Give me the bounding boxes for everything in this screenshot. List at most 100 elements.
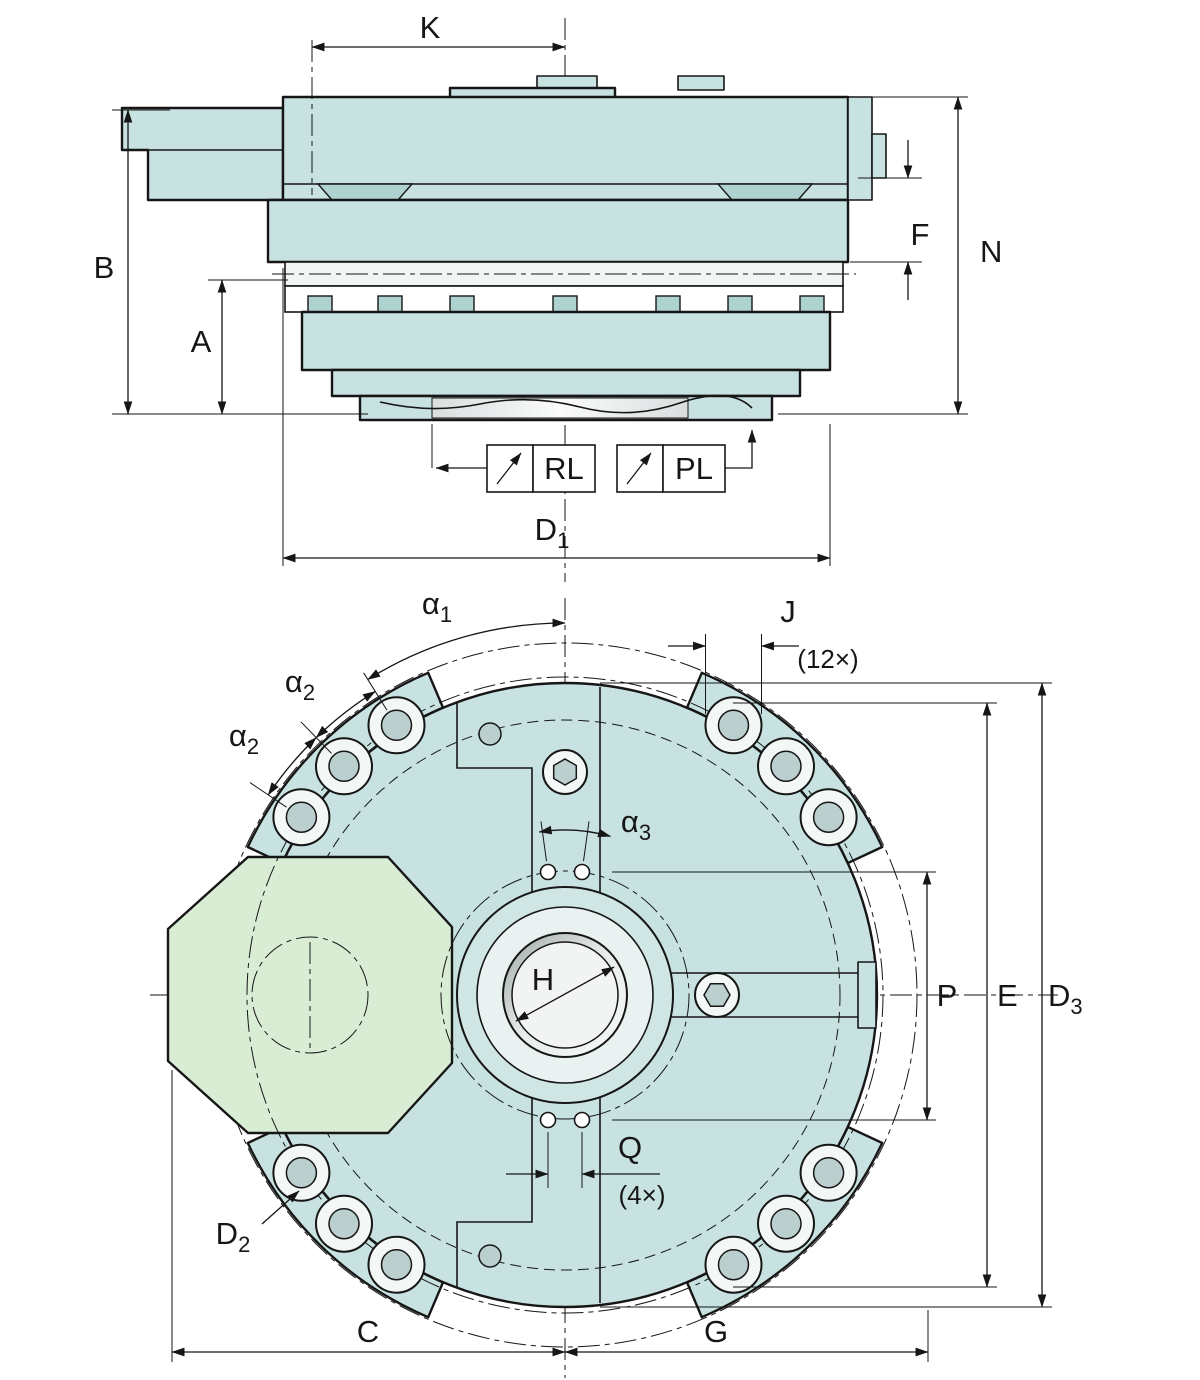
dim-alpha1-label: α1 [422, 586, 452, 627]
housing-right-step [847, 96, 873, 201]
dim-J-count-label: (12×) [797, 644, 858, 674]
dim-D2: D2 [216, 1190, 300, 1257]
pin-hole-top [478, 722, 502, 746]
dim-D3-label: D3 [1048, 978, 1083, 1019]
bolt-hole [799, 1143, 858, 1202]
pl-text-cell [662, 444, 726, 493]
dim-G: G [564, 1310, 929, 1362]
bolt-hole [799, 788, 858, 847]
dim-K-label: K [420, 10, 441, 45]
q-hole [573, 863, 591, 881]
dim-D3: D3 [600, 682, 1083, 1308]
ring-bolt [307, 295, 333, 313]
lower-housing [300, 310, 832, 372]
mid-flange [266, 198, 850, 264]
dim-A: A [191, 279, 288, 415]
bolt-hole [757, 737, 815, 796]
dim-alpha2: α2 α2 [229, 664, 388, 808]
bolt-hole [272, 788, 331, 847]
hex-plug-top [542, 749, 588, 795]
bolt-hole [367, 1235, 426, 1294]
q-hole [539, 1111, 557, 1129]
ring-bolt [449, 295, 475, 313]
dim-alpha3-label: α3 [621, 804, 651, 845]
q-hole [573, 1111, 591, 1129]
rl-text-cell [532, 444, 596, 493]
bolt-hole [367, 696, 426, 755]
dim-C-label: C [357, 1314, 379, 1349]
dim-E-label: E [997, 978, 1018, 1013]
dim-alpha3: α3 [538, 804, 651, 862]
rl-port-callout: RL [431, 424, 596, 493]
dim-H-line [515, 966, 615, 1022]
ring-bolt [377, 295, 403, 313]
dim-J-label: J [780, 594, 796, 629]
side-section-view: K B A F N [94, 10, 1002, 582]
pin-hole-bottom [478, 1244, 502, 1268]
dim-N-label: N [980, 234, 1002, 269]
pl-port-label: PL [675, 451, 713, 486]
bolt-hole [704, 696, 763, 755]
dim-alpha2-label-2: α2 [229, 718, 259, 759]
pressure-gauge-icon [626, 452, 652, 485]
side-channel [671, 961, 877, 1029]
q-hole [539, 863, 557, 881]
dim-alpha1-arc [367, 618, 566, 681]
dim-D1-label: D1 [535, 512, 570, 553]
dim-Q-count-label: (4×) [619, 1180, 666, 1210]
machined-strip [456, 687, 601, 1303]
dim-alpha2-arc-1 [315, 690, 376, 739]
housing-tab [677, 75, 725, 91]
dim-Q-label: Q [618, 1130, 642, 1165]
pressure-gauge-icon [496, 452, 522, 485]
ring-bolts [307, 295, 825, 313]
dim-alpha1: α1 [367, 586, 566, 681]
pl-symbol-cell [616, 444, 664, 493]
internal-bolt-left [316, 183, 414, 201]
dim-C: C [171, 1070, 566, 1362]
ring-bolt [727, 295, 753, 313]
front-view: H α1 α2 α2 α3 [150, 586, 1083, 1378]
dim-D2-label: D2 [216, 1216, 251, 1257]
dim-D1: D1 [282, 268, 831, 566]
ring-bolt [552, 295, 578, 313]
motor-flange [166, 855, 454, 1135]
dim-E: E [733, 702, 1018, 1288]
pl-leader-arrow [725, 429, 757, 469]
dim-P-label: P [937, 978, 958, 1013]
mounting-bolt-holes [272, 696, 858, 1294]
dim-K: K [311, 10, 566, 195]
strip-edge-bottom-left [456, 1098, 533, 1288]
bolt-hole [757, 1194, 815, 1253]
break-line [379, 394, 753, 414]
housing-right-tab [871, 133, 887, 179]
pl-port-callout: PL [616, 429, 757, 493]
dim-B-label: B [94, 250, 115, 285]
lower-step [330, 368, 802, 398]
rl-port-label: RL [544, 451, 584, 486]
bolt-hole [315, 1194, 373, 1253]
housing-section [120, 75, 887, 422]
spigot-hidden-circle [289, 719, 841, 1271]
hex-plug-right [694, 972, 740, 1018]
motor-block [120, 106, 285, 202]
dim-H-label: H [532, 962, 554, 997]
shaft-bore [511, 941, 619, 1049]
output-bore [431, 397, 689, 419]
dim-P: P [612, 871, 958, 1121]
q-holes [539, 863, 591, 1129]
center-bore-assembly: H [440, 870, 690, 1120]
dim-N: N [778, 96, 1002, 415]
motor-pilot-circle [251, 936, 369, 1054]
dim-alpha2-arc-2 [267, 737, 317, 796]
dim-alpha3-arc [538, 825, 612, 838]
dim-G-label: G [704, 1314, 728, 1349]
ring-bolt [799, 295, 825, 313]
dim-F-label: F [911, 217, 930, 252]
dim-alpha2-label-1: α2 [285, 664, 315, 705]
dim-B: B [94, 109, 368, 415]
bolt-hole [272, 1143, 331, 1202]
dim-D2-leader [261, 1190, 300, 1225]
